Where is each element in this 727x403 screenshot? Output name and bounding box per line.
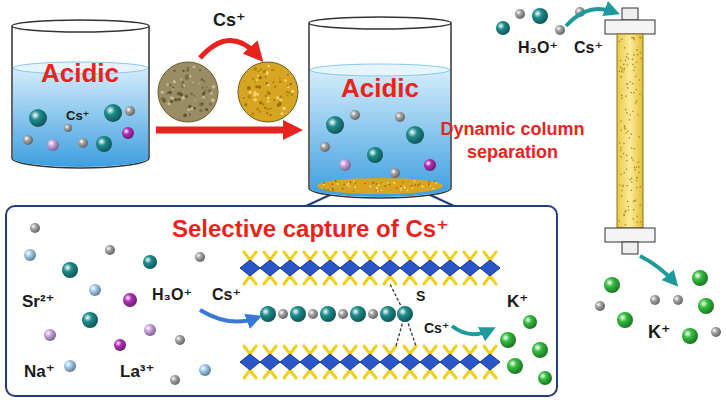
ion-sphere bbox=[64, 124, 72, 132]
ion-label: La³⁺ bbox=[120, 362, 154, 382]
ion-label: S bbox=[416, 288, 425, 305]
ion-label: Cs⁺ bbox=[66, 108, 89, 124]
ion-sphere bbox=[104, 104, 122, 122]
ion-sphere bbox=[89, 284, 101, 296]
process-label: Dynamic column separation bbox=[430, 118, 595, 165]
ion-sphere bbox=[320, 306, 336, 322]
process-arrow bbox=[156, 127, 295, 134]
ion-sphere bbox=[278, 309, 288, 319]
layered-sulfide-slab bbox=[240, 346, 500, 378]
flow-arrow bbox=[640, 256, 674, 282]
ion-sphere bbox=[64, 360, 76, 372]
ion-sphere bbox=[308, 309, 318, 319]
ion-sphere bbox=[350, 306, 366, 322]
ion-sphere bbox=[367, 147, 383, 163]
ion-label: Cs⁺ bbox=[213, 10, 246, 32]
ion-sphere bbox=[523, 315, 537, 329]
ion-sphere bbox=[260, 306, 276, 322]
ion-label: Sr²⁺ bbox=[22, 292, 55, 312]
ion-label: H₃O⁺ bbox=[518, 38, 558, 57]
layered-sulfide-slab bbox=[240, 252, 500, 284]
ion-sphere bbox=[44, 329, 56, 341]
ion-sphere bbox=[338, 309, 348, 319]
ion-sphere bbox=[682, 328, 698, 344]
ion-sphere bbox=[105, 245, 115, 255]
ion-label: Cs⁺ bbox=[424, 320, 449, 337]
ion-sphere bbox=[368, 309, 378, 319]
ion-sphere bbox=[195, 252, 205, 262]
ion-sphere bbox=[122, 127, 134, 139]
ion-sphere bbox=[515, 9, 525, 19]
ion-label: Na⁺ bbox=[24, 362, 55, 382]
capture-panel: Selective capture of Cs⁺ Sr²⁺ H₃O⁺ Cs⁺ Na⁺ La… bbox=[5, 205, 558, 397]
ion-sphere bbox=[82, 312, 98, 328]
ion-sphere bbox=[175, 335, 185, 345]
ion-sphere bbox=[78, 138, 88, 148]
ion-sphere bbox=[114, 339, 126, 351]
ion-sphere bbox=[496, 21, 510, 35]
adsorbent-disk bbox=[238, 62, 298, 122]
flow-arrow bbox=[200, 310, 256, 322]
ion-sphere bbox=[144, 324, 156, 336]
ion-sphere bbox=[23, 135, 33, 145]
adsorbent-disk bbox=[158, 62, 218, 122]
ion-sphere bbox=[538, 371, 552, 385]
ion-sphere bbox=[532, 342, 548, 358]
ion-sphere bbox=[507, 358, 523, 374]
flow-arrow bbox=[200, 40, 258, 58]
ion-sphere bbox=[47, 139, 59, 151]
ion-sphere bbox=[143, 255, 157, 269]
node-heading: Acidic bbox=[41, 58, 119, 89]
ion-sphere bbox=[650, 295, 660, 305]
beaker-outline bbox=[305, 15, 455, 200]
ion-sphere bbox=[673, 295, 683, 305]
flow-arrow bbox=[452, 326, 490, 334]
ion-sphere bbox=[199, 364, 211, 376]
ion-sphere bbox=[424, 159, 436, 171]
ion-sphere bbox=[555, 25, 565, 35]
ion-sphere bbox=[380, 306, 396, 322]
ion-sphere bbox=[123, 293, 137, 307]
ion-sphere bbox=[617, 312, 633, 328]
ion-sphere bbox=[326, 116, 344, 134]
ion-sphere bbox=[397, 306, 413, 322]
ion-sphere bbox=[604, 277, 620, 293]
node-heading: Selective capture of Cs⁺ bbox=[172, 215, 449, 244]
ion-sphere bbox=[29, 109, 47, 127]
ion-sphere bbox=[395, 112, 405, 122]
node-heading: Acidic bbox=[341, 73, 419, 104]
ion-sphere bbox=[595, 301, 605, 311]
ion-sphere bbox=[290, 306, 306, 322]
ion-label: H₃O⁺ bbox=[152, 285, 192, 304]
separation-column bbox=[605, 8, 655, 254]
ion-label: K⁺ bbox=[507, 292, 528, 312]
ion-label: Cs⁺ bbox=[574, 38, 603, 57]
ion-sphere bbox=[320, 142, 330, 152]
ion-sphere bbox=[30, 223, 40, 233]
beaker: AcidicCs⁺ bbox=[8, 18, 153, 170]
ion-sphere bbox=[170, 375, 180, 385]
ion-sphere bbox=[532, 8, 548, 24]
ion-sphere bbox=[350, 110, 360, 120]
ion-sphere bbox=[390, 168, 400, 178]
ion-sphere bbox=[96, 136, 112, 152]
ion-label: Cs⁺ bbox=[212, 285, 241, 304]
ion-sphere bbox=[406, 126, 424, 144]
ion-label: K⁺ bbox=[648, 322, 671, 344]
beaker-outline bbox=[8, 18, 153, 170]
ion-sphere bbox=[339, 159, 351, 171]
ion-sphere bbox=[62, 262, 78, 278]
ion-sphere bbox=[698, 298, 714, 314]
beaker: Acidic bbox=[305, 15, 455, 200]
ion-sphere bbox=[24, 249, 36, 261]
flow-arrow bbox=[566, 9, 614, 26]
ion-sphere bbox=[692, 270, 708, 286]
ion-sphere bbox=[711, 327, 721, 337]
ion-sphere bbox=[500, 332, 516, 348]
ion-sphere bbox=[125, 106, 135, 116]
